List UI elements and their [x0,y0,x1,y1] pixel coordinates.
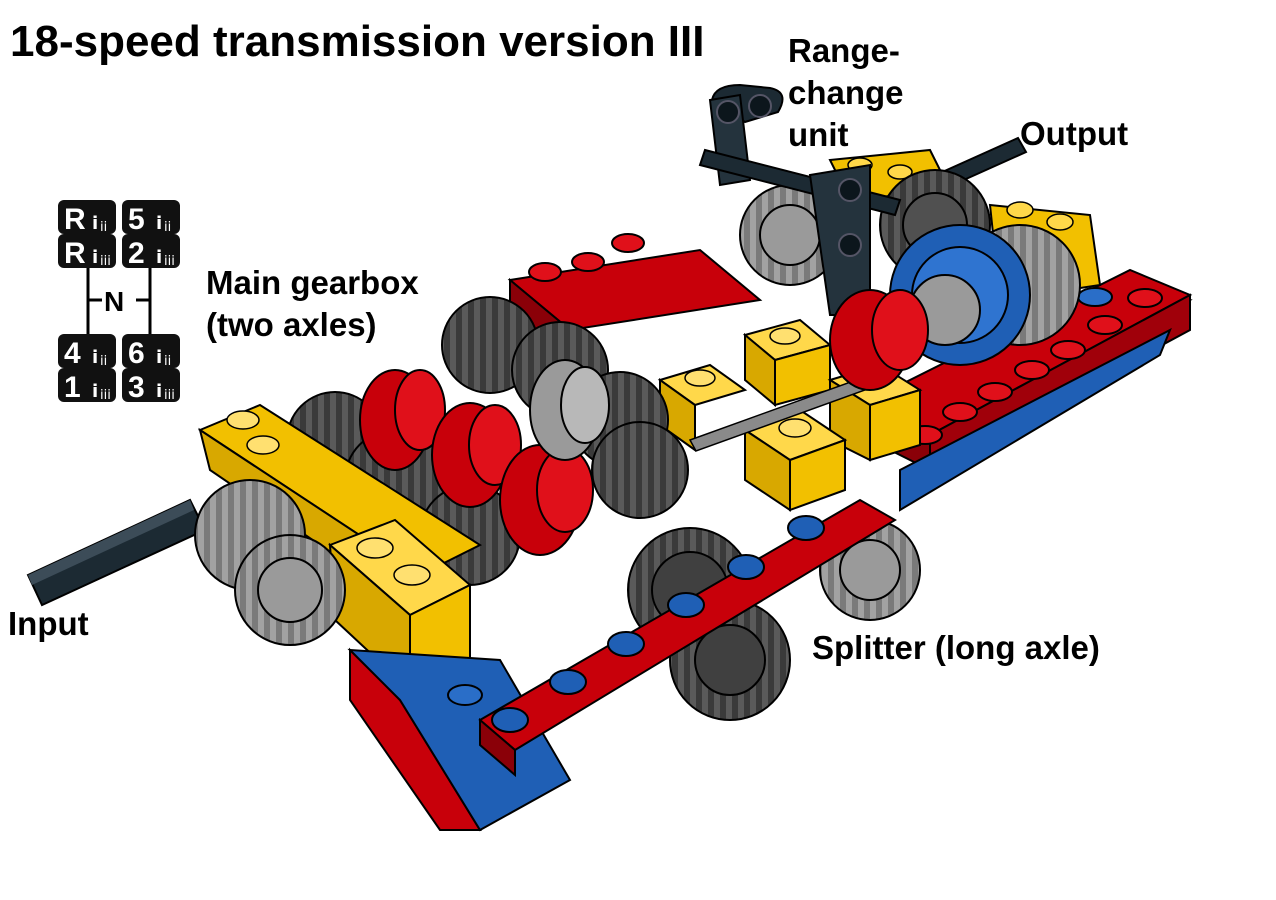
svg-text:i: i [156,213,162,234]
right-frame [867,268,1193,512]
shift-pattern: R i ii 5 i ii R i iii 2 i iii N 4 i ii [58,200,180,404]
output-label: Output [1020,115,1129,152]
gear-box-bottom-left: 1 i iii [58,368,116,404]
front-liftarm [447,498,897,778]
svg-text:i: i [92,213,98,234]
neutral-label: N [104,286,124,317]
svg-text:ii: ii [100,220,107,235]
gear-label-lower-right: 6 [128,337,145,370]
svg-text:i: i [92,247,98,268]
svg-text:ii: ii [164,220,171,235]
svg-text:ii: ii [164,354,171,369]
rear-frame [507,233,763,363]
range-change-label: Range- change unit [788,32,904,153]
svg-text:iii: iii [164,254,175,269]
gear-label-upper-right: 2 [128,237,145,270]
gear-box-top-right: 5 i ii [122,200,180,236]
diagram-title: 18-speed transmission version III [10,17,705,66]
svg-text:iii: iii [100,254,111,269]
gear-label-bottom-left: 1 [64,371,81,404]
svg-text:i: i [92,347,98,368]
range-lever [698,83,902,316]
svg-text:iii: iii [164,388,175,403]
splitter-label: Splitter (long axle) [812,629,1100,666]
gear-label-lower-left: 4 [64,337,81,370]
main-gearbox-label: Main gearbox (two axles) [206,264,419,343]
gear-box-lower-left: 4 i ii [58,334,116,370]
gear-box-upper-right: 2 i iii [122,234,180,270]
svg-text:i: i [156,347,162,368]
gear-box-bottom-right: 3 i iii [122,368,180,404]
svg-text:ii: ii [100,354,107,369]
gear-box-top-left: R i ii [58,200,116,236]
input-axle [26,498,207,607]
gear-label-top-right: 5 [128,203,145,236]
left-frame [194,403,572,832]
gear-box-lower-right: 6 i ii [122,334,180,370]
svg-text:i: i [156,247,162,268]
gear-label-top-left: R [64,203,86,236]
gear-label-bottom-right: 3 [128,371,145,404]
input-label: Input [8,605,89,642]
svg-text:iii: iii [100,388,111,403]
svg-text:i: i [92,381,98,402]
gear-box-upper-left: R i iii [58,234,116,270]
gear-label-upper-left: R [64,237,86,270]
svg-text:i: i [156,381,162,402]
